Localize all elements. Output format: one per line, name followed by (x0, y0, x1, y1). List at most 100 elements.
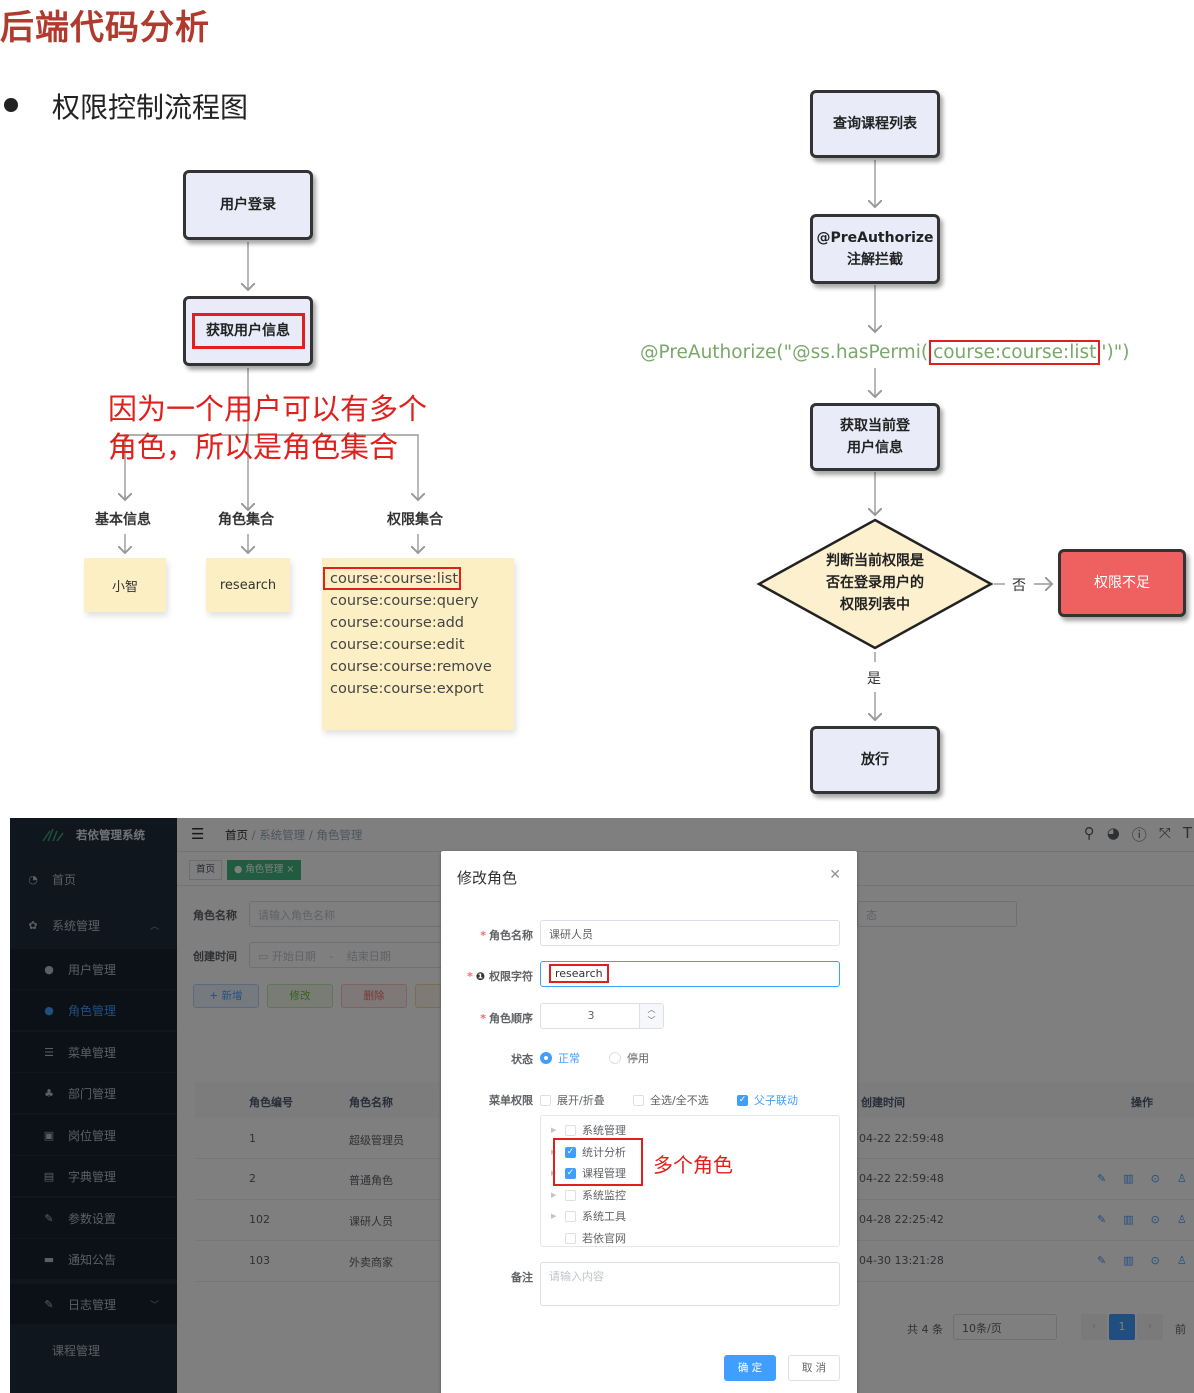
annotation-line-2: 角色，所以是角色集合 (108, 430, 399, 464)
status-disabled-radio[interactable]: 停用 (609, 1050, 649, 1066)
status-label: 状态 (511, 1053, 533, 1066)
highlight-frame-tree (553, 1138, 643, 1186)
tree-node[interactable]: ▶ 系统工具 (551, 1208, 626, 1224)
close-icon[interactable]: ✕ (829, 867, 841, 883)
bullet-text: 权限控制流程图 (52, 91, 249, 124)
login-label: 用户登录 (220, 197, 276, 213)
decision-line-1: 判断当前权限是 (826, 553, 924, 569)
edit-role-dialog: 修改角色 ✕ *角色名称 课研人员 *❶ 权限字符 research *角色顺序… (441, 851, 857, 1393)
tree-node[interactable]: ▶ 系统管理 (551, 1122, 626, 1138)
role-set-label: 角色集合 (218, 512, 274, 528)
get-current-user-box: 获取当前登 用户信息 (810, 403, 940, 471)
radio-unchecked-icon (609, 1052, 621, 1064)
highlight-frame-permission (323, 567, 461, 590)
dialog-title: 修改角色 (457, 869, 518, 887)
slide-title: 后端代码分析 (0, 8, 210, 48)
permission-item: course:course:remove (330, 659, 492, 675)
cancel-button[interactable]: 取 消 (788, 1355, 840, 1381)
get-user-info-label: 获取用户信息 (206, 323, 290, 339)
linkage-label: 父子联动 (754, 1094, 798, 1107)
user-name-value: 小智 (111, 579, 138, 595)
role-name-label: *角色名称 (480, 929, 533, 942)
role-value: research (219, 577, 277, 593)
help-icon: ❶ (475, 970, 489, 983)
decision-line-3: 权限列表中 (840, 597, 910, 613)
remark-textarea[interactable]: 请输入内容 (540, 1262, 840, 1306)
tree-node-label: 若依官网 (582, 1232, 626, 1245)
decision-diamond (756, 518, 994, 650)
checkbox-unchecked-icon[interactable] (565, 1232, 576, 1244)
perm-key-value: research (549, 964, 609, 983)
checkbox-checked-icon[interactable]: ✓ (565, 1167, 576, 1179)
allow-box: 放行 (810, 726, 940, 794)
checkbox-checked-icon: ✓ (737, 1094, 748, 1106)
menu-tree: ▶ 系统管理 ▶ ✓ 统计分析 ▶ ✓ 课程管理 ▶ 系统监控 ▶ 系统工具 若依官网 (540, 1115, 840, 1247)
decision-text: 判断当前权限是 否在登录用户的 权限列表中 (800, 550, 950, 616)
tree-node[interactable]: 若依官网 (551, 1230, 626, 1246)
code-prefix: @PreAuthorize("@ss.hasPermi( (640, 342, 929, 363)
pre-authorize-box: @PreAuthorize 注解拦截 (810, 214, 940, 284)
role-name-input[interactable]: 课研人员 (540, 920, 840, 946)
user-name-note: 小智 (84, 558, 166, 612)
get-user-info-box: 获取用户信息 (183, 296, 313, 366)
remark-label: 备注 (511, 1271, 533, 1284)
tree-node[interactable]: ▶ 系统监控 (551, 1187, 626, 1203)
tree-node-label: 系统管理 (582, 1124, 626, 1137)
permission-item: course:course:edit (330, 637, 465, 653)
status-disabled-label: 停用 (627, 1052, 649, 1065)
perm-set-label: 权限集合 (387, 512, 443, 528)
permission-item: course:course:export (330, 681, 484, 697)
get-current-user-line-2: 用户信息 (847, 440, 903, 456)
permission-item: course:course:query (330, 593, 479, 609)
tree-annotation: 多个角色 (653, 1153, 733, 1177)
decision-line-2: 否在登录用户的 (826, 575, 924, 591)
select-all-label: 全选/全不选 (650, 1094, 709, 1107)
tree-node-label: 系统监控 (582, 1189, 626, 1202)
annotation-line-1: 因为一个用户可以有多个 (108, 392, 428, 426)
order-value: 3 (587, 1009, 595, 1022)
highlight-frame-user-info (192, 313, 305, 349)
basic-info-label: 基本信息 (95, 512, 151, 528)
ruoyi-app: 若依管理系统 ◔首页 ✿系统管理 ︿ ●用户管理 ●角色管理 ☰菜单管理 ♣部门… (10, 818, 1194, 1393)
checkbox-unchecked-icon[interactable] (565, 1210, 576, 1222)
caret-right-icon[interactable]: ▶ (551, 1191, 557, 1199)
confirm-button[interactable]: 确 定 (724, 1355, 776, 1381)
slide: 后端代码分析 权限控制流程图 (0, 8, 1186, 794)
code-permission: course:course:list (929, 340, 1101, 365)
yes-label: 是 (867, 671, 881, 687)
expand-collapse-checkbox[interactable]: 展开/折叠 (540, 1092, 605, 1108)
query-list-box: 查询课程列表 (810, 90, 940, 158)
perm-key-input[interactable]: research (540, 961, 840, 987)
checkbox-unchecked-icon[interactable] (565, 1189, 576, 1201)
order-stepper[interactable]: 3 ︿﹀ (540, 1003, 664, 1029)
denied-label: 权限不足 (1094, 575, 1150, 591)
denied-box: 权限不足 (1058, 549, 1186, 617)
permission-item: course:course:add (330, 615, 465, 631)
caret-right-icon[interactable]: ▶ (551, 1126, 557, 1134)
checkbox-unchecked-icon (633, 1094, 644, 1106)
role-value-note: research (206, 558, 290, 612)
pre-authorize-line-2: 注解拦截 (847, 252, 903, 268)
pre-authorize-line-1: @PreAuthorize (816, 230, 934, 246)
pre-authorize-code: @PreAuthorize("@ss.hasPermi(course:cours… (640, 340, 1129, 365)
caret-right-icon[interactable]: ▶ (551, 1212, 557, 1220)
permission-item: course:course:list (330, 571, 459, 587)
status-normal-radio[interactable]: 正常 (540, 1050, 580, 1066)
checkbox-checked-icon[interactable]: ✓ (565, 1146, 576, 1158)
radio-checked-icon (540, 1052, 552, 1064)
login-box: 用户登录 (183, 170, 313, 240)
checkbox-unchecked-icon (540, 1094, 551, 1106)
linkage-checkbox[interactable]: ✓ 父子联动 (737, 1092, 798, 1108)
code-suffix: ')") (1101, 342, 1130, 363)
perm-key-label: *❶ 权限字符 (467, 970, 533, 983)
tree-node-label: 课程管理 (582, 1167, 626, 1180)
query-list-label: 查询课程列表 (833, 116, 917, 132)
select-all-checkbox[interactable]: 全选/全不选 (633, 1092, 709, 1108)
order-label: *角色顺序 (480, 1012, 533, 1025)
get-current-user-line-1: 获取当前登 (840, 418, 910, 434)
no-label: 否 (1012, 578, 1026, 594)
tree-node-label: 系统工具 (582, 1210, 626, 1223)
checkbox-unchecked-icon[interactable] (565, 1124, 576, 1136)
tree-node-label: 统计分析 (582, 1146, 626, 1159)
stepper-arrows-icon[interactable]: ︿﹀ (639, 1004, 663, 1028)
